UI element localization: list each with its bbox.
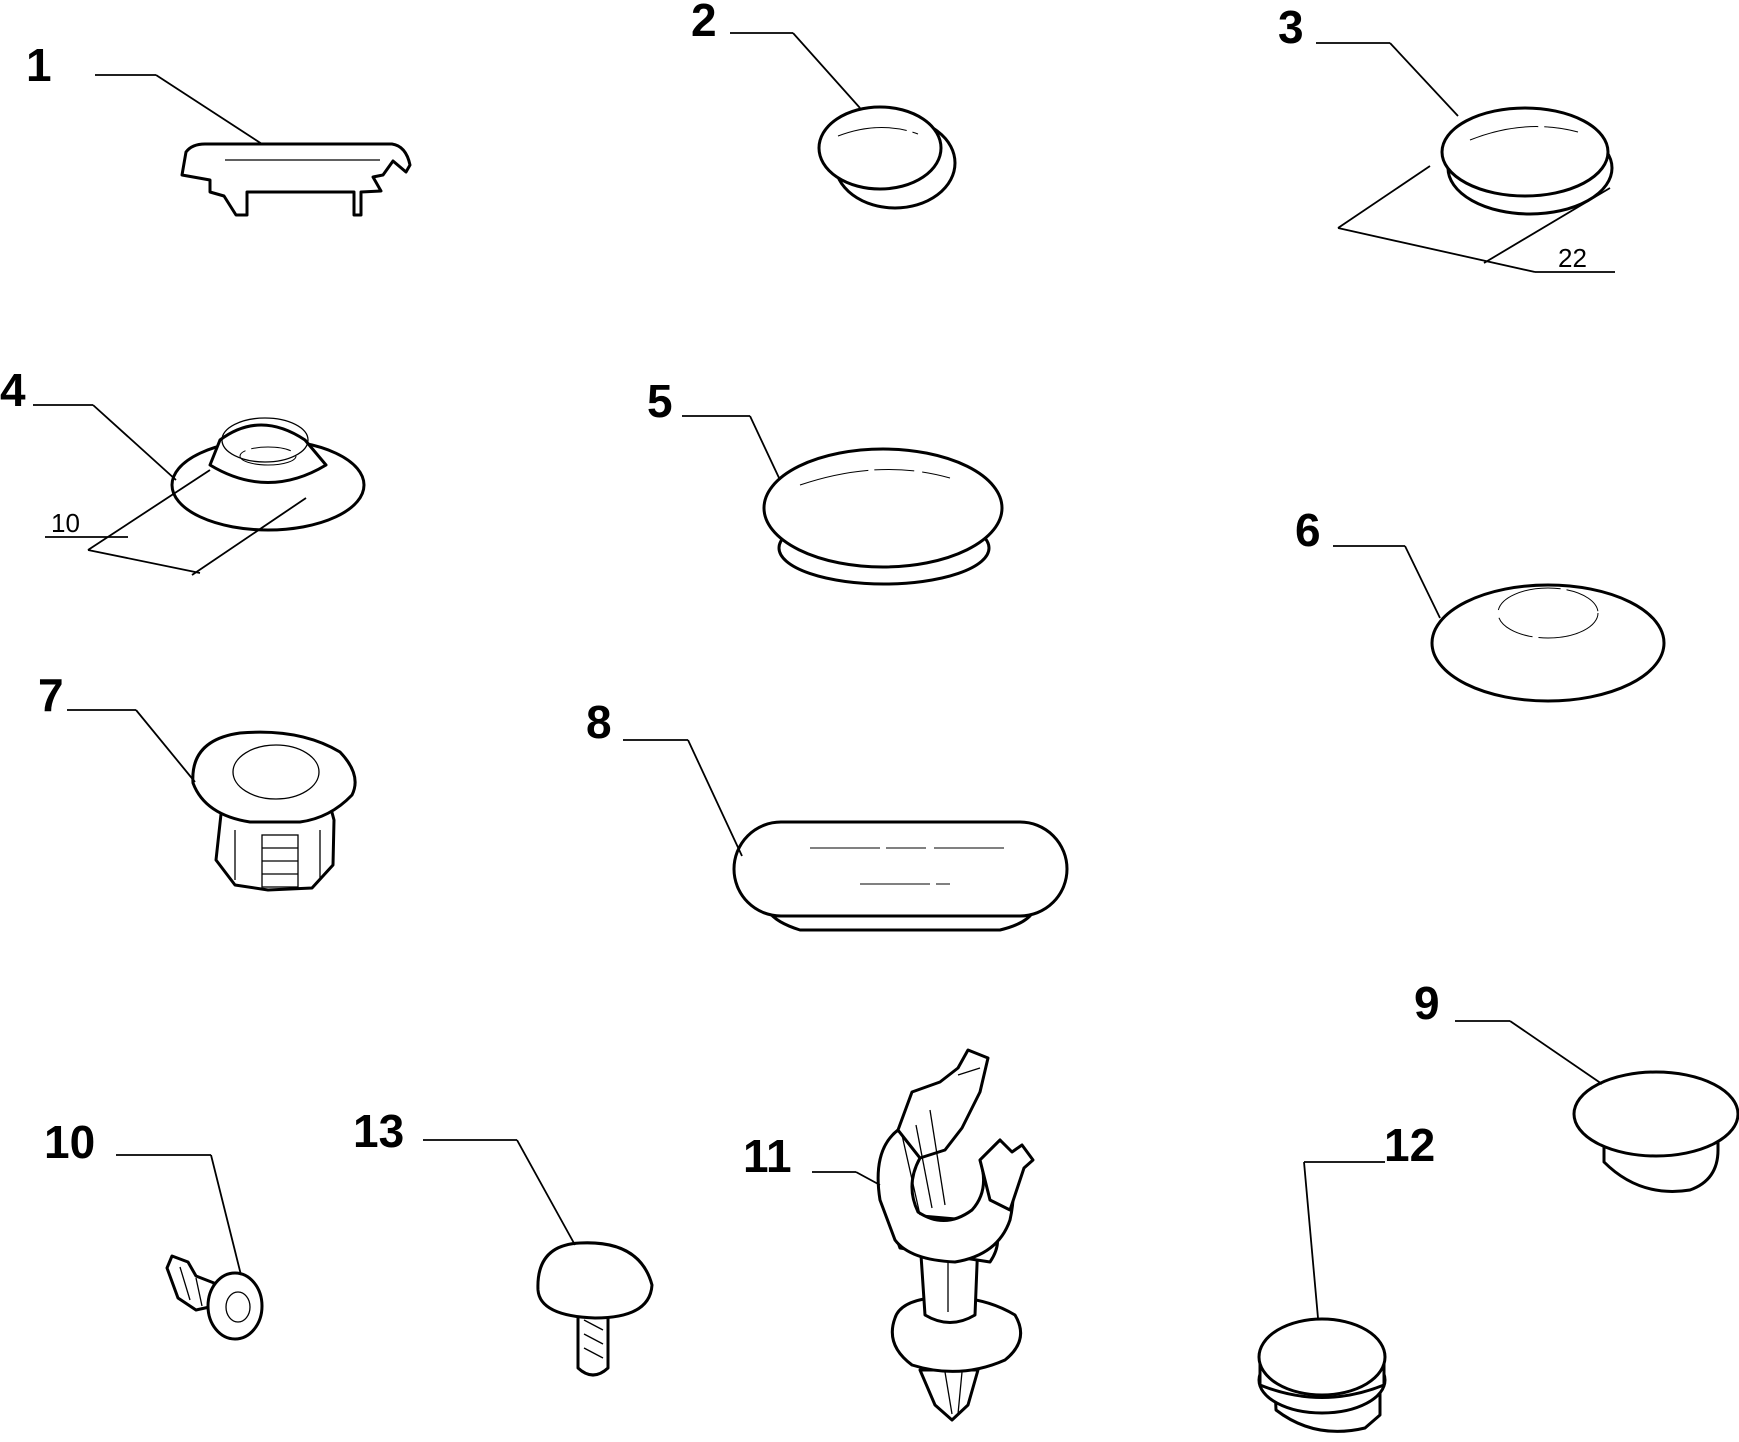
callout-10: 10 — [44, 1116, 95, 1168]
part-10-screw: 10 — [44, 1116, 264, 1341]
callout-5: 5 — [647, 375, 673, 427]
part-4-grommet: 4 10 — [0, 364, 366, 576]
part-12-stepped-plug: 12 — [1257, 1119, 1435, 1433]
callout-8: 8 — [586, 696, 612, 748]
part-9-cap-plug: 9 — [1414, 977, 1739, 1193]
part-13-pin-plug: 13 — [353, 1105, 654, 1377]
ref-label-22: 22 — [1558, 243, 1587, 273]
part-1-trim-clip: 1 — [26, 39, 412, 217]
callout-4: 4 — [0, 364, 26, 416]
part-11-pipe-clip: 11 — [743, 1048, 1035, 1422]
callout-6: 6 — [1295, 504, 1321, 556]
part-2-small-plug: 2 — [691, 0, 957, 210]
callout-7: 7 — [38, 669, 64, 721]
callout-1: 1 — [26, 39, 52, 91]
callout-3: 3 — [1278, 1, 1304, 53]
callout-13: 13 — [353, 1105, 404, 1157]
part-8-oval-plug: 8 — [586, 696, 1069, 932]
callout-11: 11 — [743, 1130, 792, 1182]
callout-2: 2 — [691, 0, 717, 46]
ref-label-10: 10 — [51, 508, 80, 538]
part-3-flat-plug: 3 22 — [1278, 1, 1615, 273]
callout-12: 12 — [1384, 1119, 1435, 1171]
callout-9: 9 — [1414, 977, 1440, 1029]
part-6-dome-plug: 6 — [1295, 504, 1666, 703]
part-5-large-plug: 5 — [647, 375, 1004, 586]
part-7-push-in-plug: 7 — [38, 669, 357, 892]
